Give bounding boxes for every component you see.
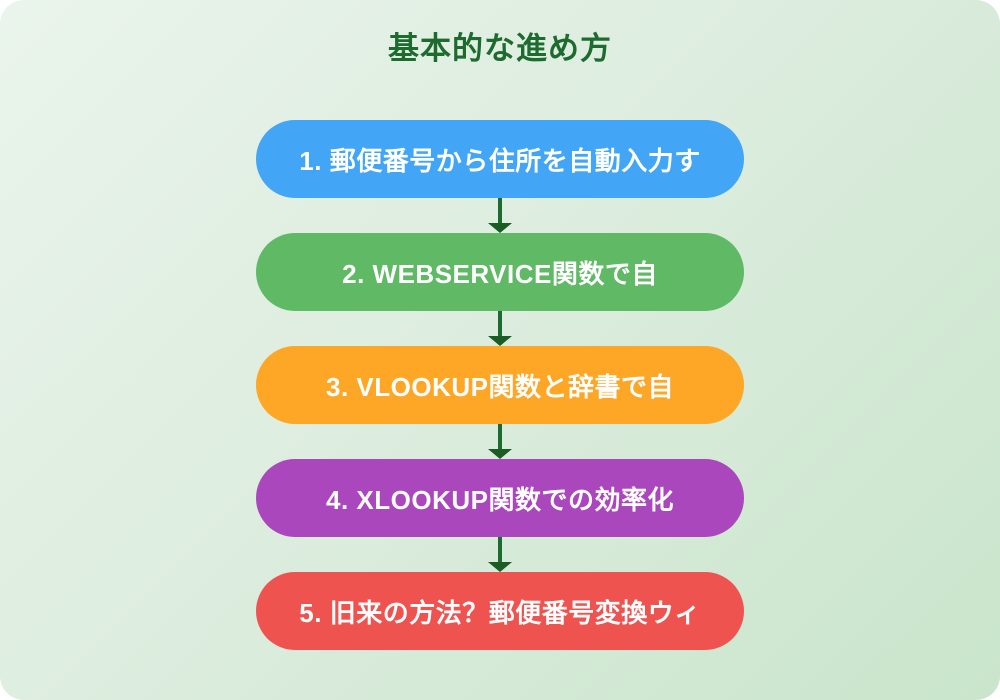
page-title: 基本的な進め方	[388, 31, 612, 66]
arrow-down-icon	[256, 198, 744, 233]
flow-step-5: 5. 旧来の方法？郵便番号変換ウィ	[256, 572, 744, 650]
arrow-head	[488, 562, 512, 572]
arrow-head	[488, 336, 512, 346]
flow-step-1: 1. 郵便番号から住所を自動入力す	[256, 120, 744, 198]
arrow-shaft	[498, 537, 502, 562]
flow-step-2: 2. WEBSERVICE関数で自	[256, 233, 744, 311]
flow-step-4: 4. XLOOKUP関数での効率化	[256, 459, 744, 537]
flow-step-3: 3. VLOOKUP関数と辞書で自	[256, 346, 744, 424]
arrow-down-icon	[256, 424, 744, 459]
arrow-head	[488, 449, 512, 459]
arrow-down-icon	[256, 537, 744, 572]
arrow-shaft	[498, 198, 502, 223]
flowchart: 1. 郵便番号から住所を自動入力す 2. WEBSERVICE関数で自 3. V…	[256, 120, 744, 650]
arrow-down-icon	[256, 311, 744, 346]
arrow-shaft	[498, 311, 502, 336]
arrow-head	[488, 223, 512, 233]
arrow-shaft	[498, 424, 502, 449]
